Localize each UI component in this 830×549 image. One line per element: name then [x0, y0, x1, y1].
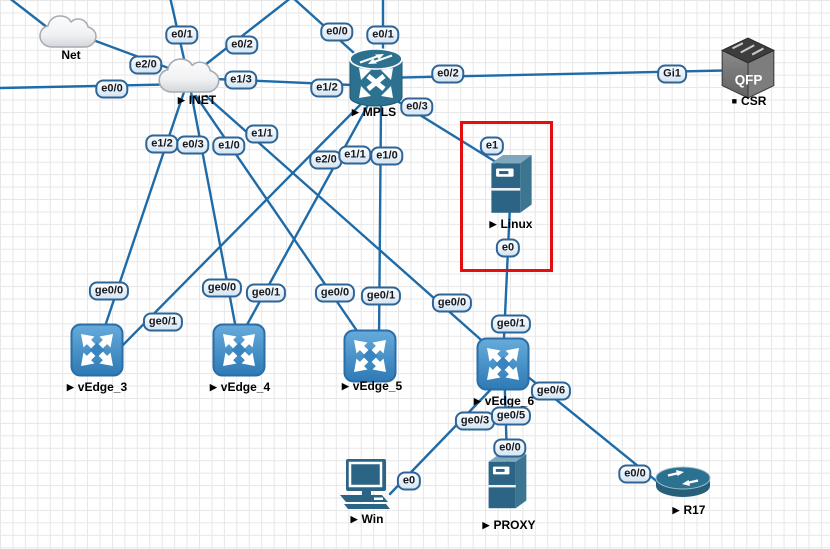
status-marker: ▶ — [489, 219, 497, 229]
interface-label[interactable]: e2/0 — [129, 55, 163, 75]
router-icon — [655, 466, 711, 497]
link-inet-vedge5[interactable] — [194, 94, 368, 346]
desktop-pc-icon — [340, 459, 390, 509]
interface-label[interactable]: Gi1 — [657, 64, 687, 84]
link-inet-vedge3[interactable] — [95, 90, 186, 352]
node-proxy[interactable] — [484, 453, 530, 515]
node-vedge4[interactable] — [212, 323, 266, 377]
node-label-mpls[interactable]: ▶MPLS — [351, 105, 397, 119]
status-marker: ▶ — [341, 381, 349, 391]
link-inet-peak[interactable] — [194, 0, 292, 74]
interface-label[interactable]: e0/0 — [493, 438, 527, 458]
node-label-vedge5[interactable]: ▶vEdge_5 — [341, 379, 403, 393]
node-label-net[interactable]: Net — [61, 48, 81, 62]
interface-label[interactable]: ge0/1 — [142, 312, 184, 332]
node-label-r17[interactable]: ▶R17 — [672, 503, 706, 517]
node-win[interactable] — [336, 458, 396, 514]
node-mpls[interactable] — [346, 47, 406, 109]
node-vedge3[interactable] — [70, 323, 124, 377]
interface-label[interactable]: e0 — [495, 238, 521, 258]
status-marker: ▶ — [672, 505, 680, 515]
node-inet[interactable] — [155, 52, 223, 98]
node-vedge5[interactable] — [343, 329, 397, 383]
interface-label[interactable]: e1/2 — [145, 134, 179, 154]
interface-label[interactable]: ge0/0 — [314, 283, 356, 303]
node-label-csr[interactable]: ■CSR — [731, 94, 767, 108]
server-icon — [488, 453, 527, 509]
interface-label[interactable]: e1/1 — [338, 145, 372, 165]
interface-label[interactable]: e0/0 — [95, 79, 129, 99]
highlight-rectangle[interactable] — [460, 121, 553, 272]
vedge-switch-icon — [70, 323, 124, 377]
interface-label[interactable]: e0/2 — [431, 64, 465, 84]
link-linux-vedge6[interactable] — [501, 203, 512, 362]
csr-badge: QFP — [735, 73, 763, 88]
interface-label[interactable]: e1/2 — [310, 78, 344, 98]
link-inet-vedge4[interactable] — [189, 90, 242, 352]
node-label-linux[interactable]: ▶Linux — [489, 217, 533, 231]
status-marker: ▶ — [482, 520, 490, 530]
node-vedge6[interactable] — [476, 337, 530, 391]
node-label-vedge4[interactable]: ▶vEdge_4 — [209, 380, 271, 394]
interface-label[interactable]: ge0/1 — [245, 283, 287, 303]
node-label-proxy[interactable]: ▶PROXY — [482, 518, 536, 532]
status-marker: ▶ — [350, 514, 358, 524]
interface-label[interactable]: ge0/1 — [490, 314, 532, 334]
node-net[interactable] — [36, 10, 100, 52]
node-label-vedge6[interactable]: ▶vEdge_6 — [473, 394, 535, 408]
link-net-offcanvas[interactable] — [8, 0, 50, 30]
node-label-win[interactable]: ▶Win — [350, 512, 384, 526]
interface-label[interactable]: e1/0 — [370, 146, 404, 166]
status-marker: ▶ — [351, 107, 359, 117]
interface-label[interactable]: e0/2 — [225, 35, 259, 55]
link-mpls-vedge3[interactable] — [118, 103, 362, 350]
status-marker: ▶ — [209, 382, 217, 392]
vedge-switch-icon — [476, 337, 530, 391]
link-inet-left-edge[interactable] — [0, 82, 192, 90]
cloud-icon — [39, 15, 97, 48]
interface-label[interactable]: e0/3 — [176, 135, 210, 155]
interface-label[interactable]: e0/3 — [400, 97, 434, 117]
server-icon — [491, 155, 532, 213]
router-icon — [349, 48, 403, 107]
interface-label[interactable]: e2/0 — [309, 150, 343, 170]
interface-label[interactable]: ge0/0 — [431, 293, 473, 313]
status-marker: ▶ — [473, 396, 481, 406]
interface-label[interactable]: e1 — [479, 136, 505, 156]
interface-label[interactable]: e0/1 — [165, 25, 199, 45]
csr-chassis-icon: QFP — [720, 37, 776, 99]
node-r17[interactable] — [654, 463, 712, 503]
interface-label[interactable]: ge0/1 — [360, 286, 402, 306]
interface-label[interactable]: e0/0 — [320, 22, 354, 42]
node-linux[interactable] — [487, 154, 535, 220]
interface-label[interactable]: e0/1 — [366, 25, 400, 45]
interface-label[interactable]: ge0/5 — [490, 406, 532, 426]
vedge-switch-icon — [343, 329, 397, 383]
status-marker: ▶ — [66, 382, 74, 392]
vedge-switch-icon — [212, 323, 266, 377]
interface-label[interactable]: ge0/0 — [88, 281, 130, 301]
cloud-icon — [158, 58, 220, 93]
link-inet-mpls[interactable] — [190, 76, 377, 88]
node-csr[interactable]: QFP — [720, 37, 776, 99]
status-marker: ▶ — [177, 95, 185, 105]
node-label-inet[interactable]: ▶INET — [177, 93, 217, 107]
interface-label[interactable]: e0 — [396, 471, 422, 491]
interface-label[interactable]: ge0/0 — [201, 278, 243, 298]
interface-label[interactable]: ge0/6 — [530, 381, 572, 401]
interface-label[interactable]: ge0/3 — [454, 411, 496, 431]
interface-label[interactable]: e1/3 — [224, 70, 258, 90]
interface-label[interactable]: e0/0 — [618, 464, 652, 484]
status-marker: ■ — [731, 96, 738, 106]
node-label-vedge3[interactable]: ▶vEdge_3 — [66, 380, 128, 394]
interface-label[interactable]: e1/0 — [212, 136, 246, 156]
interface-label[interactable]: e1/1 — [245, 124, 279, 144]
